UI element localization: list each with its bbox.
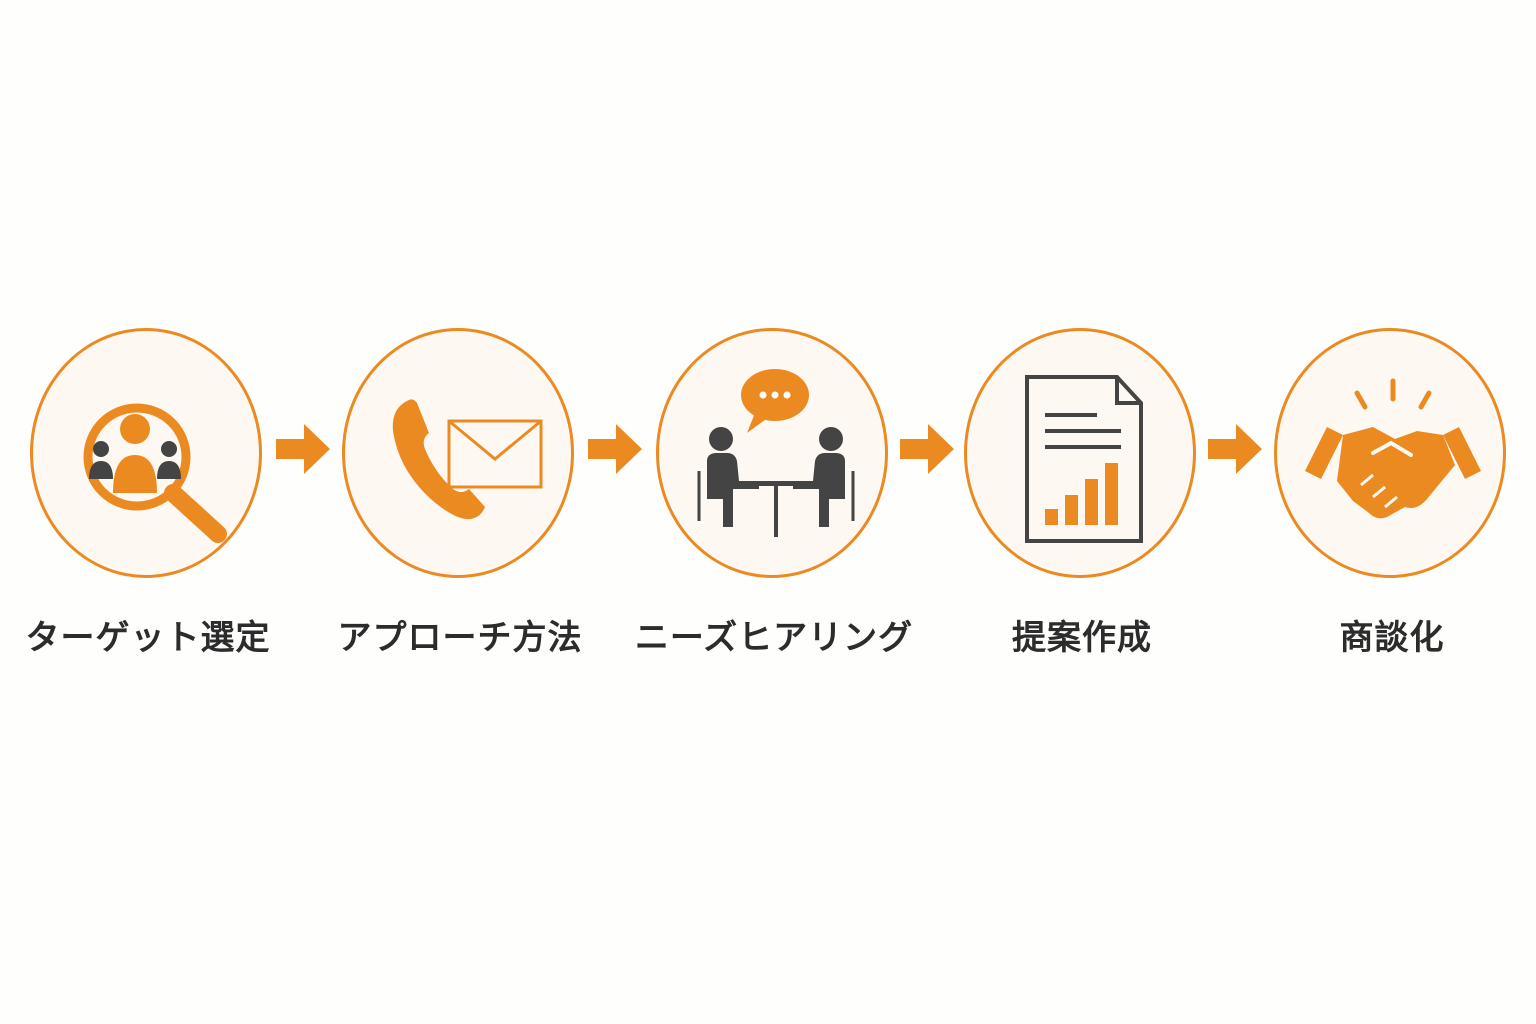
step-approach-method: アプローチ方法: [338, 328, 582, 668]
step-circle: [964, 328, 1196, 578]
step-label: アプローチ方法: [337, 618, 583, 658]
step-target-selection: ターゲット選定: [26, 328, 270, 668]
step-label: 商談化: [1339, 618, 1445, 658]
step-circle: [656, 328, 888, 578]
step-label: 提案作成: [1012, 618, 1152, 658]
arrow-right-icon: [276, 424, 330, 474]
step-proposal-creation: 提案作成: [962, 328, 1202, 668]
arrow-right-icon: [588, 424, 642, 474]
handshake-icon: [1305, 378, 1481, 519]
step-needs-hearing: ニーズヒアリング: [635, 328, 912, 668]
document-chart-icon: [1025, 375, 1143, 543]
magnifier-people-icon: [83, 403, 227, 543]
step-circle: [342, 328, 574, 578]
step-circle: [30, 328, 262, 578]
step-label: ニーズヒアリング: [634, 618, 914, 658]
meeting-chat-icon: [697, 369, 855, 537]
step-deal-conversion: 商談化: [1272, 328, 1512, 668]
arrow-right-icon: [1208, 424, 1262, 474]
step-circle: [1274, 328, 1506, 578]
arrow-right-icon: [900, 424, 954, 474]
step-label: ターゲット選定: [25, 618, 271, 658]
phone-mail-icon: [392, 399, 543, 520]
